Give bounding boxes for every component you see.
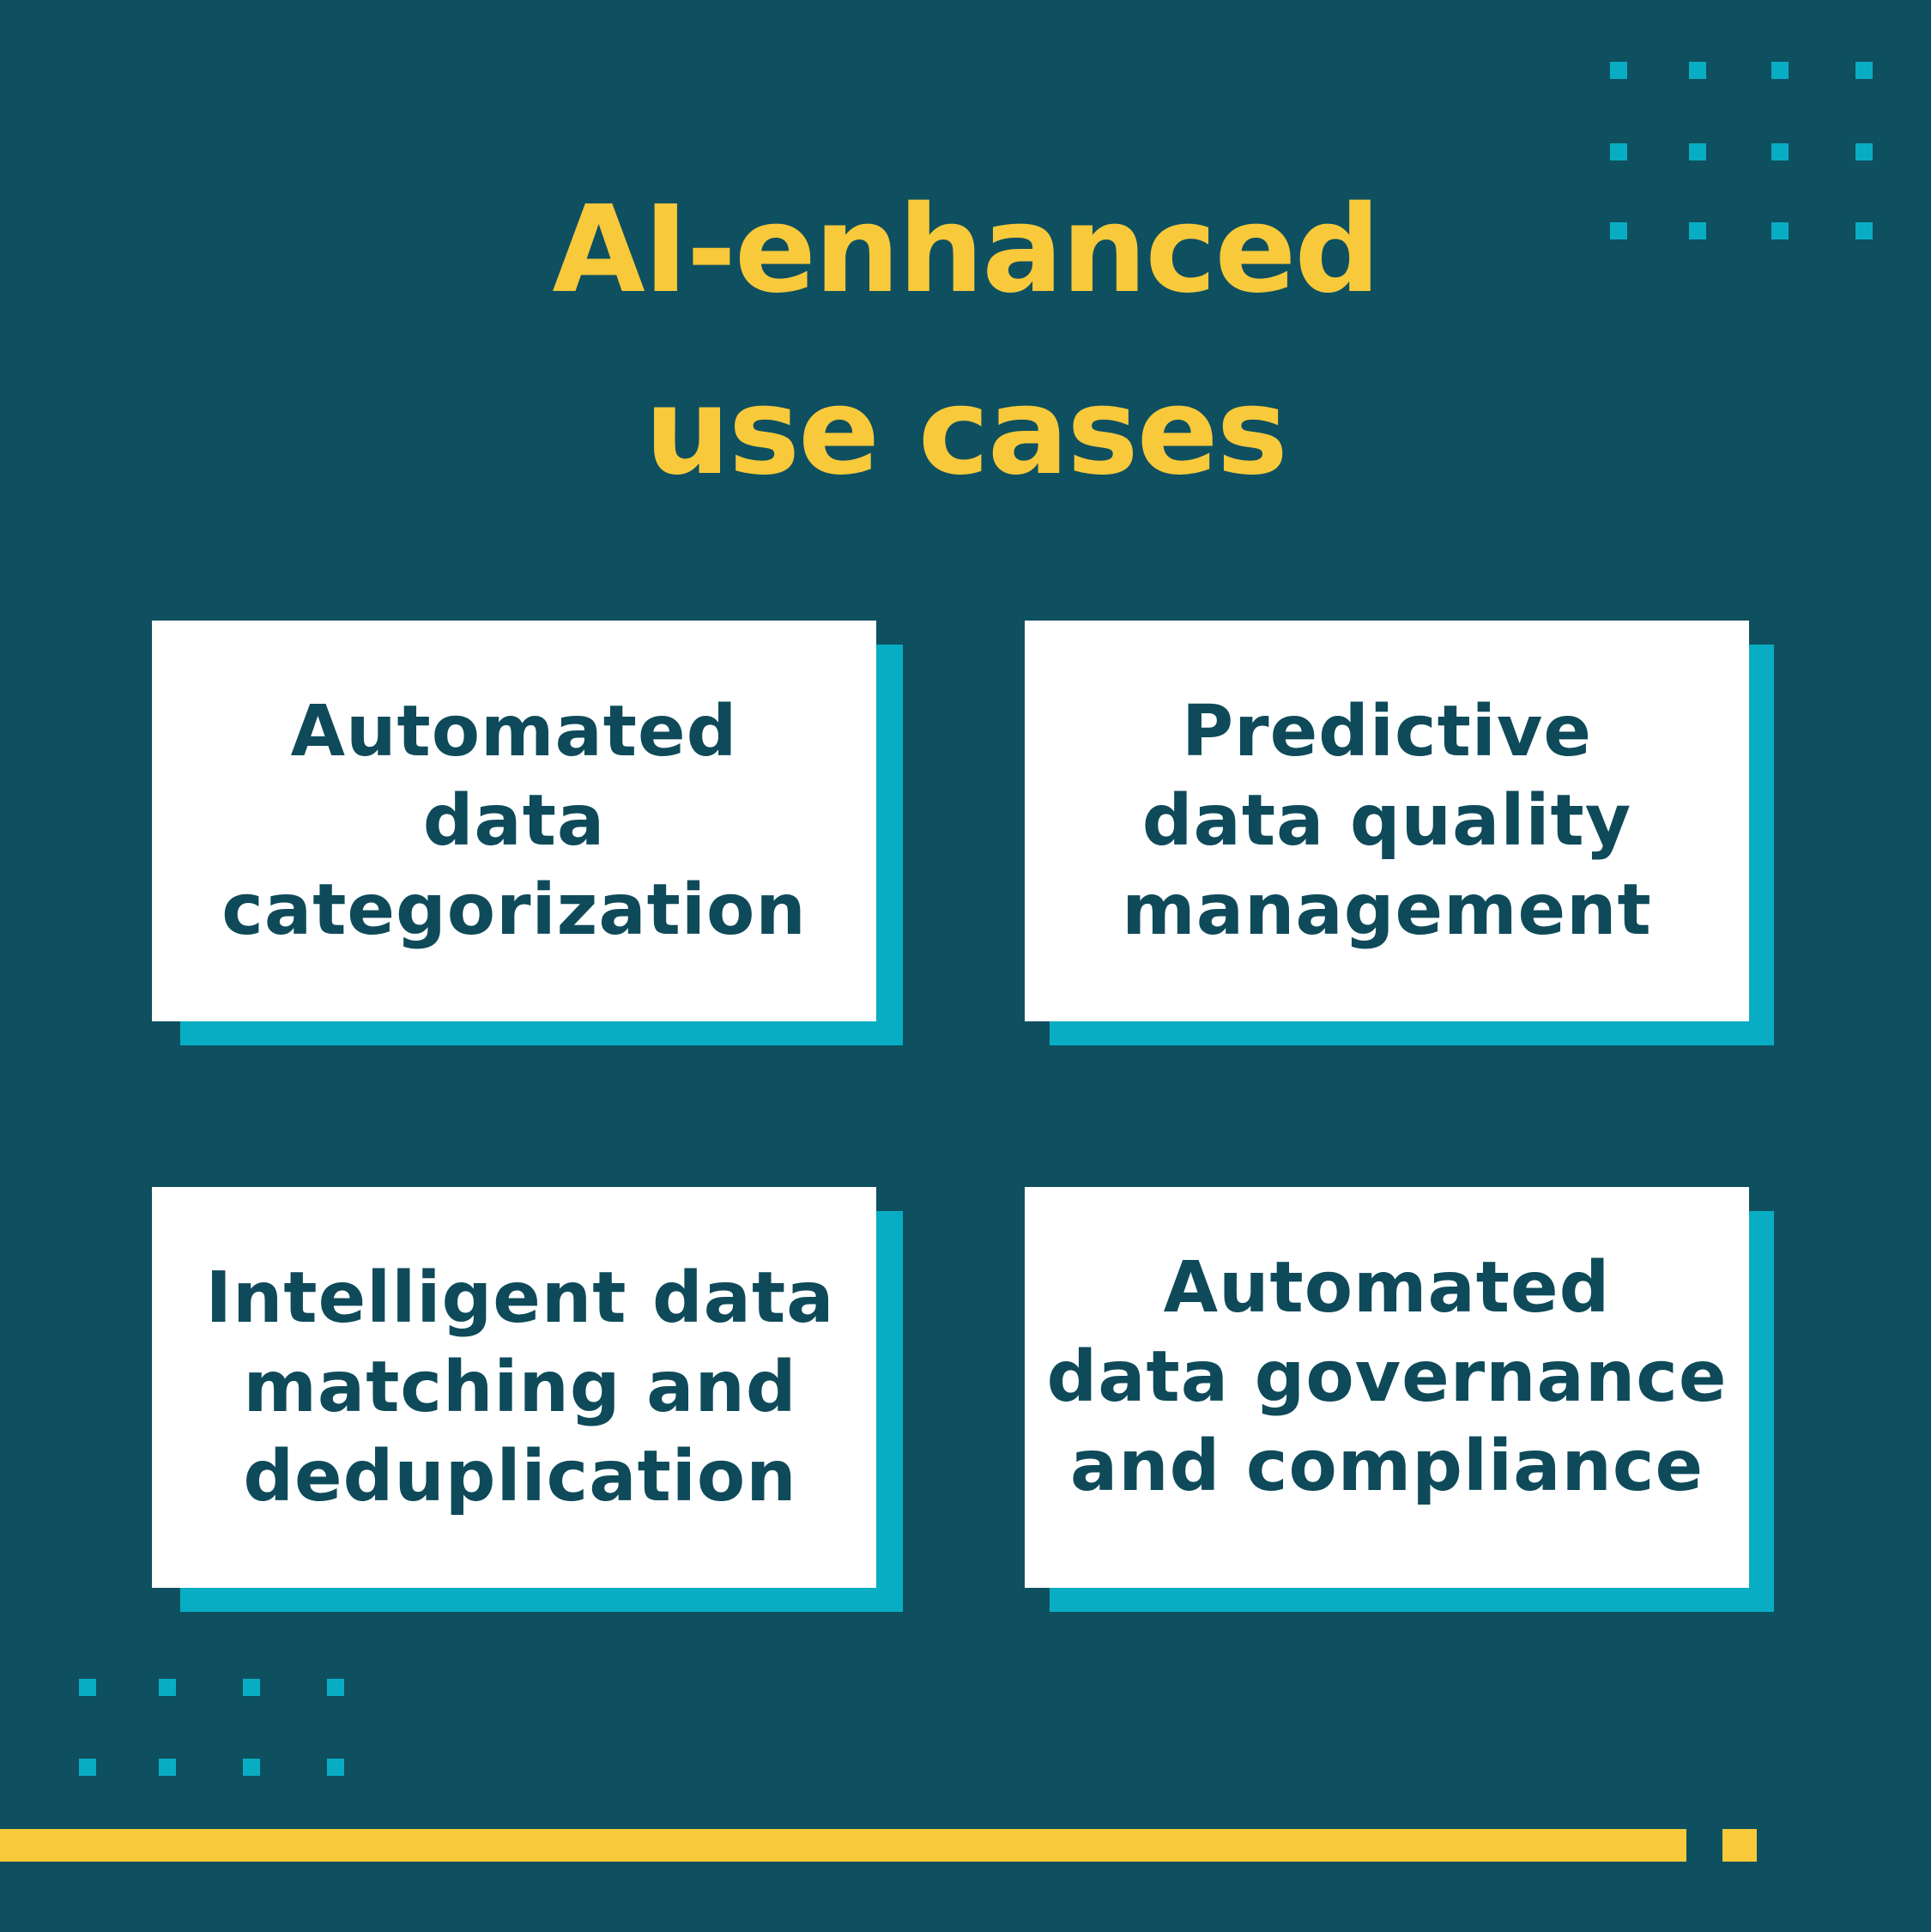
dot [1855,222,1873,239]
accent-square [1722,1829,1757,1862]
card-label-line: deduplication [243,1435,797,1517]
card-label-line: management [1122,869,1652,951]
dot [79,1679,96,1696]
card-predictive-data-quality: Predictive data quality management [1025,621,1776,1045]
dot [1610,143,1627,160]
card-label-line: data [422,779,606,862]
card-intelligent-data-matching: Intelligent data matching and deduplicat… [152,1187,903,1612]
dot [1771,143,1789,160]
dot [1855,143,1873,160]
card-automated-data-governance: Automated data governance and compliance [1025,1187,1776,1612]
card-label-line: data governance [1046,1335,1728,1418]
card-label-line: and compliance [1069,1425,1704,1507]
card-label-line: data quality [1141,779,1632,862]
dot [79,1759,96,1776]
card-body: Predictive data quality management [1025,621,1749,1021]
dot [159,1679,176,1696]
dot [243,1759,260,1776]
card-label-line: Automated [1163,1246,1611,1329]
card-label-line: matching and [243,1346,797,1428]
dot [1771,222,1789,239]
title-line-1: AI-enhanced [552,180,1380,320]
card-label-line: categorization [221,869,807,951]
dot [327,1679,344,1696]
card-label: Predictive data quality management [1122,687,1651,955]
card-label-line: Intelligent data [205,1257,835,1339]
dot [327,1759,344,1776]
card-label: Automated data categorization [221,687,806,955]
card-label: Automated data governance and compliance [1047,1244,1728,1511]
card-body: Automated data categorization [152,621,876,1021]
dot [1771,62,1789,79]
card-body: Intelligent data matching and deduplicat… [152,1187,876,1588]
dot [1689,222,1706,239]
page-title: AI-enhanced use cases [0,160,1931,524]
dot [243,1679,260,1696]
dot [1689,62,1706,79]
title-line-2: use cases [645,362,1288,502]
card-body: Automated data governance and compliance [1025,1187,1749,1588]
card-label-line: Predictive [1182,690,1592,772]
dot [1610,62,1627,79]
card-label-line: Automated [290,690,738,772]
dot [159,1759,176,1776]
card-label: Intelligent data matching and deduplicat… [193,1254,834,1522]
dot [1855,62,1873,79]
dot [1689,143,1706,160]
accent-bar [0,1829,1686,1862]
dot [1610,222,1627,239]
card-automated-data-categorization: Automated data categorization [152,621,903,1045]
